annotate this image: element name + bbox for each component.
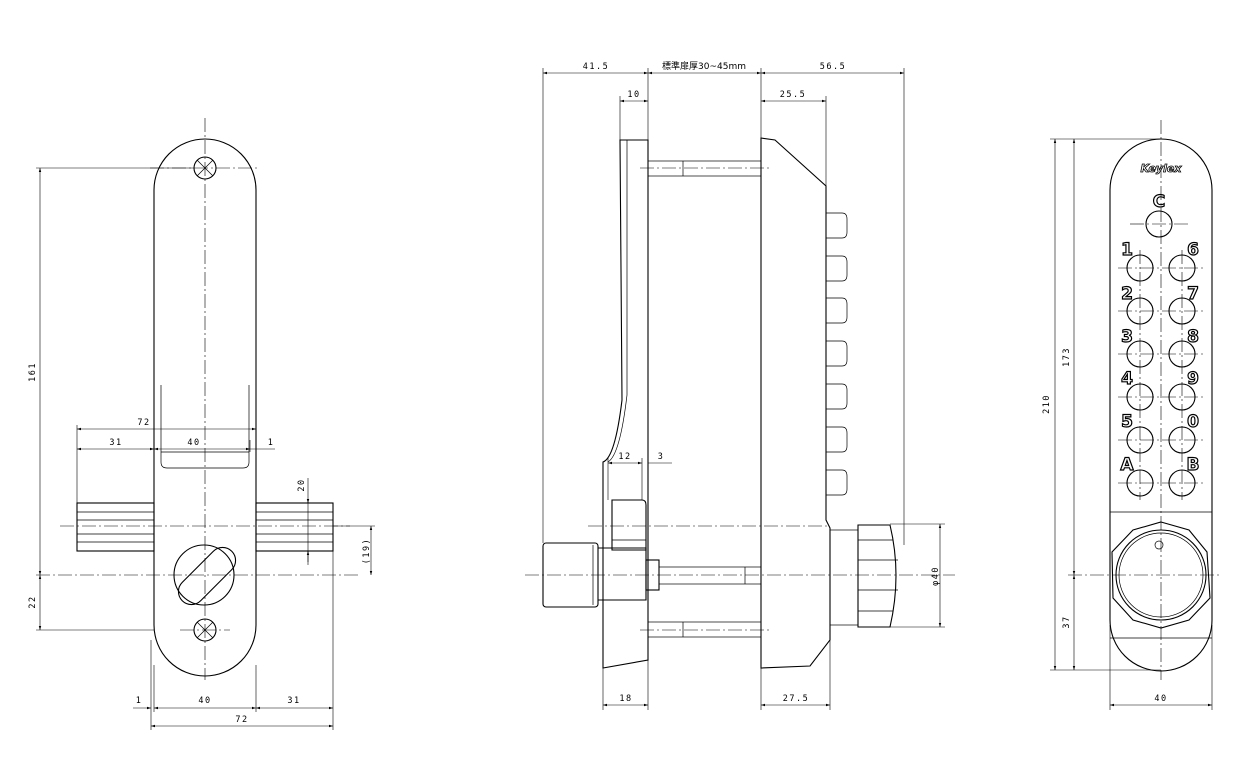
dim-20: 20 [297, 478, 307, 491]
key-label-4: 4 [1121, 369, 1133, 389]
dim-1-top: 1 [268, 438, 275, 448]
dim-31-bottom: 31 [287, 696, 300, 706]
door-thickness: 標準扉厚30~45mm [662, 60, 746, 72]
dim-40-keypad: 40 [1154, 694, 1167, 704]
dim-phi40: φ40 [931, 566, 941, 586]
dim-12: 12 [618, 452, 631, 462]
dim-1-bottom: 1 [136, 696, 143, 706]
dim-173: 173 [1062, 347, 1072, 367]
dim-210: 210 [1042, 394, 1052, 414]
brand-logo: Keylex [1141, 162, 1183, 175]
dim-56-5: 56.5 [820, 62, 846, 72]
dim-31-top: 31 [109, 438, 122, 448]
key-c-button[interactable] [1145, 210, 1173, 238]
dim-72-top: 72 [137, 418, 150, 428]
key-label-c: C [1153, 192, 1165, 212]
dim-19: (19) [362, 538, 372, 564]
dim-10: 10 [627, 90, 640, 100]
keypad-view: Keylex C 1 2 3 4 5 A 6 7 8 9 0 B [1042, 120, 1220, 710]
dim-22: 22 [28, 595, 38, 608]
dim-18: 18 [619, 694, 632, 704]
dim-27-5: 27.5 [783, 694, 809, 704]
dim-40-bottom: 40 [198, 696, 211, 706]
key-label-5: 5 [1121, 412, 1133, 432]
dim-25-5: 25.5 [780, 90, 806, 100]
dim-40-top: 40 [187, 438, 200, 448]
key-label-7: 7 [1187, 284, 1199, 304]
key-label-0: 0 [1187, 412, 1199, 432]
side-buttons [826, 212, 848, 496]
dim-37: 37 [1062, 615, 1072, 628]
key-label-9: 9 [1187, 369, 1199, 389]
front-view: 161 22 72 31 40 1 20 (19) 1 40 31 [28, 118, 375, 730]
key-label-a: A [1120, 455, 1134, 475]
side-view: 41.5 標準扉厚30~45mm 56.5 10 25.5 12 3 φ40 1… [525, 60, 955, 710]
dim-3: 3 [658, 452, 665, 462]
key-label-1: 1 [1121, 240, 1133, 260]
key-label-6: 6 [1187, 240, 1199, 260]
dim-41-5: 41.5 [583, 62, 609, 72]
key-label-b: B [1187, 455, 1200, 475]
key-label-2: 2 [1121, 284, 1133, 304]
dim-161: 161 [28, 362, 38, 382]
key-label-3: 3 [1121, 327, 1133, 347]
key-label-8: 8 [1187, 327, 1199, 347]
dim-72-bottom: 72 [235, 715, 248, 725]
